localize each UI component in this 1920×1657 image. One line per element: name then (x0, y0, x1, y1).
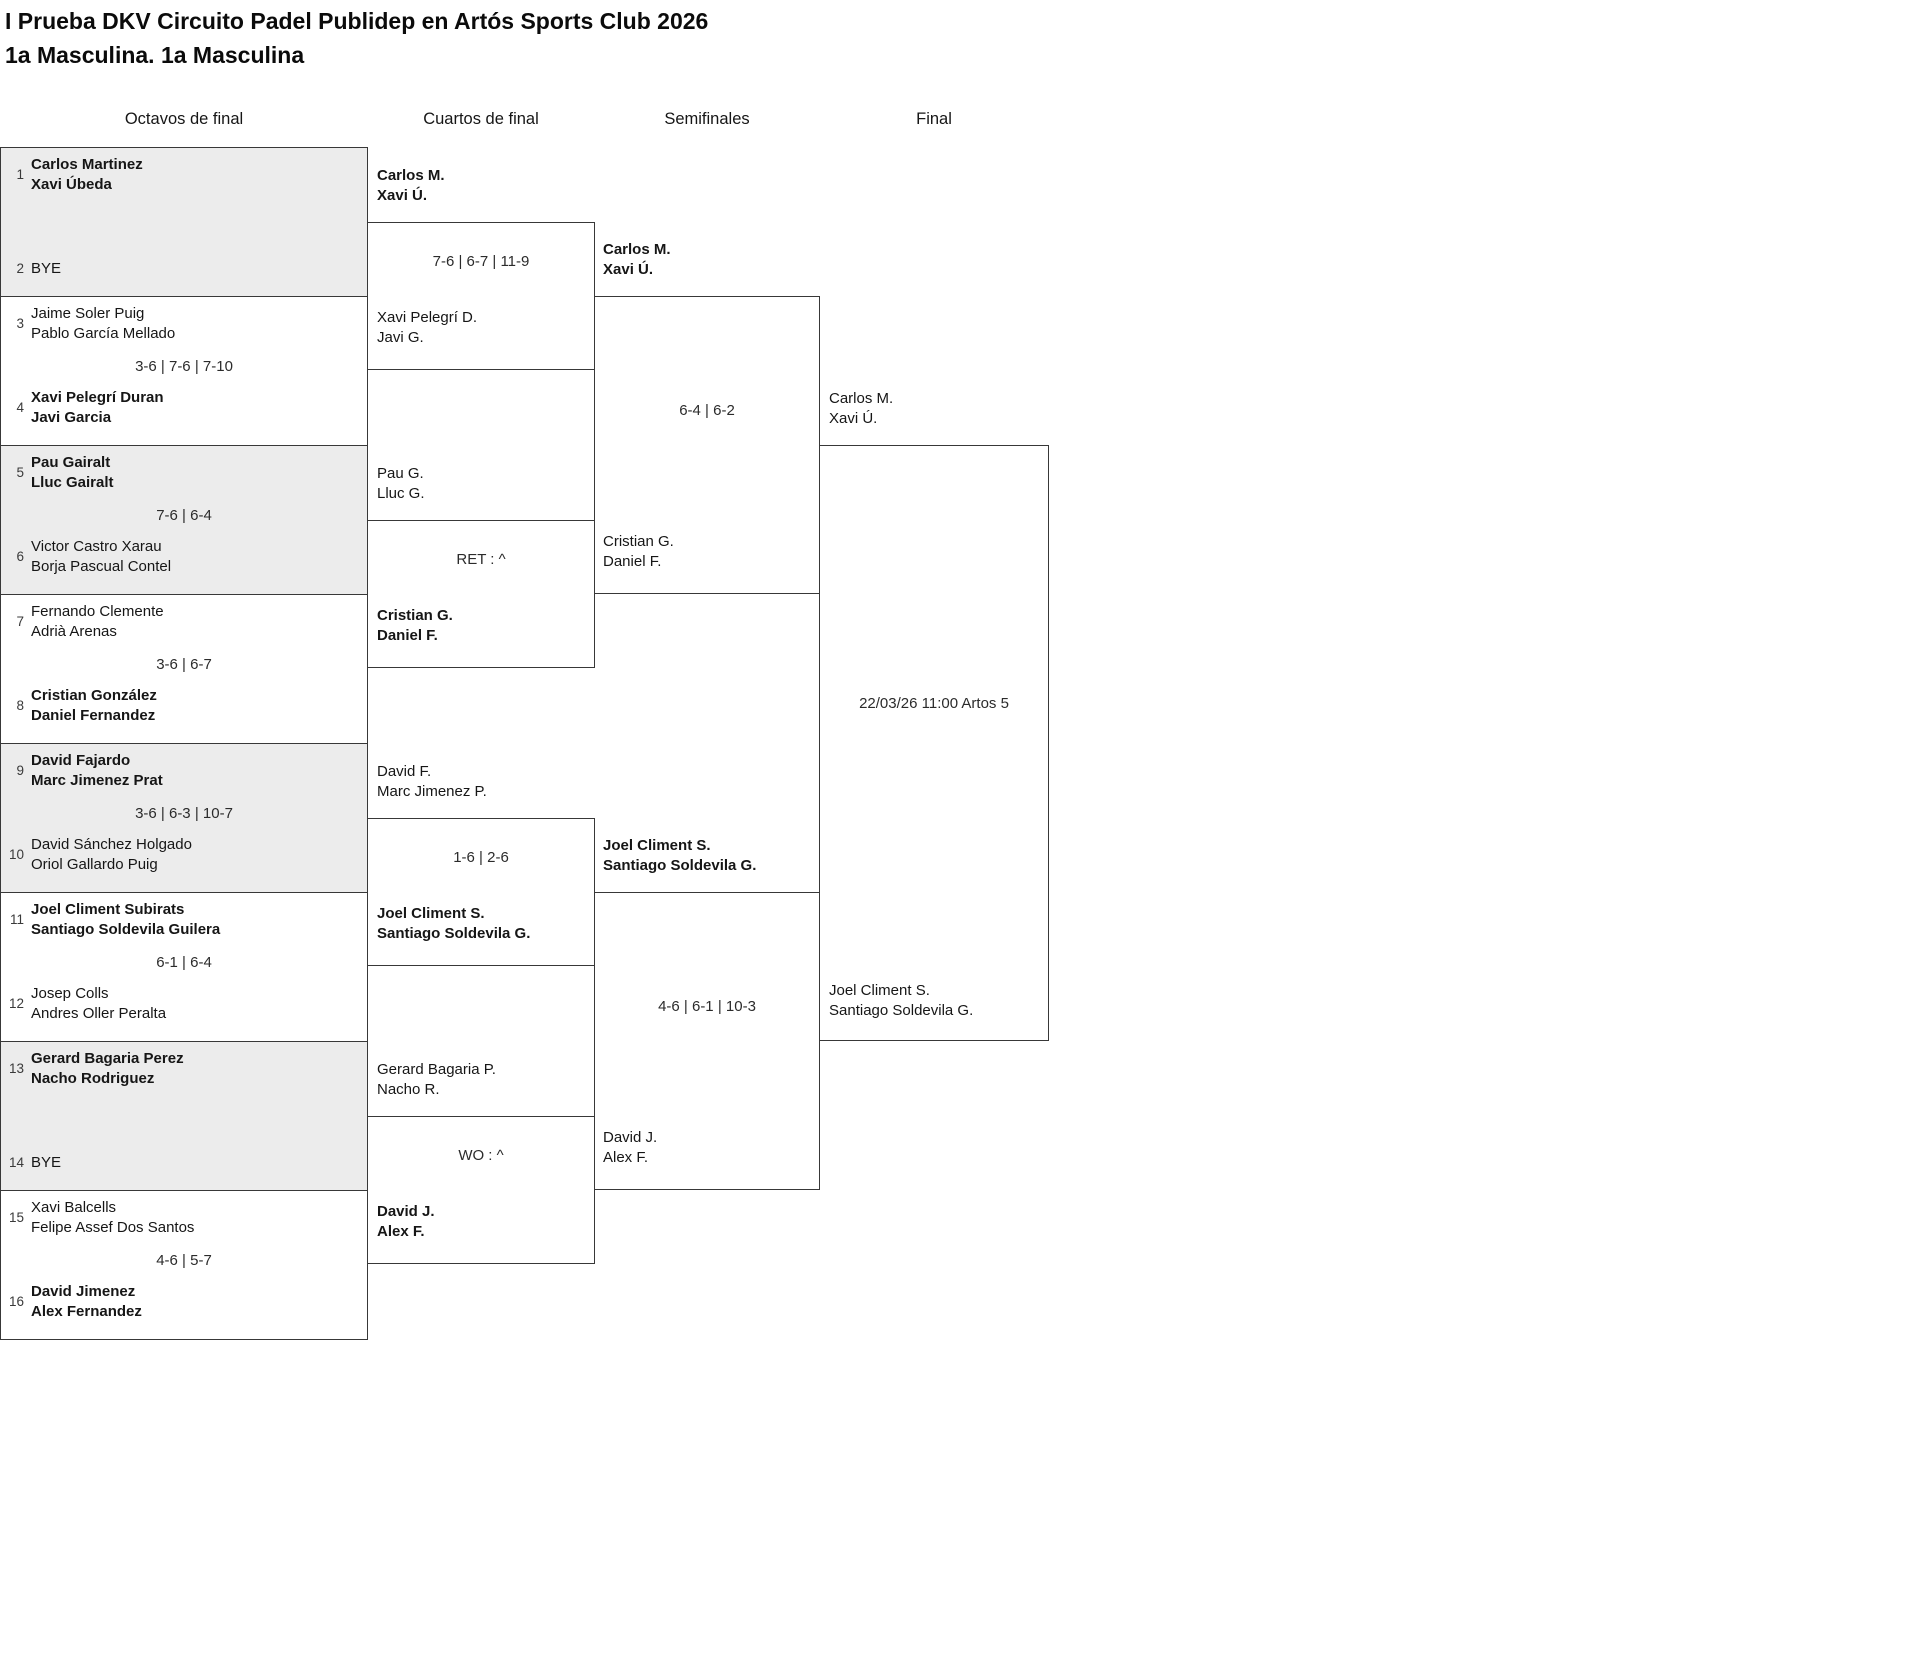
qf1-match-box (367, 222, 595, 370)
qf3-team1-label: David F.Marc Jimenez P. (377, 763, 487, 800)
seed-number: 6 (16, 549, 24, 564)
seed-number: 15 (8, 1210, 24, 1225)
match-score: 7-6 | 6-4 (156, 507, 212, 524)
qf2-score: RET : ^ (456, 551, 506, 568)
qf4-match-box (367, 1116, 595, 1264)
seed-number: 7 (16, 614, 24, 629)
round-header-octavos: Octavos de final (124, 110, 244, 128)
seed-number: 16 (8, 1294, 24, 1309)
sf2-match-box (594, 892, 820, 1190)
round-header-final: Final (916, 110, 952, 128)
match-score: 3-6 | 6-3 | 10-7 (135, 805, 233, 822)
page-title-block: I Prueba DKV Circuito Padel Publidep en … (5, 4, 708, 72)
qf1-team2-label: Xavi Pelegrí D.Javi G. (377, 309, 478, 346)
qf4-team2-label: David J.Alex F. (377, 1203, 435, 1240)
seed-number: 4 (16, 400, 24, 415)
final-schedule: 22/03/26 11:00 Artos 5 (859, 695, 1009, 712)
seed-number: 2 (16, 260, 24, 276)
category-subtitle: 1a Masculina. 1a Masculina (5, 42, 305, 68)
qf2-match-box (367, 520, 595, 668)
qf4-team1-label: Gerard Bagaria P.Nacho R. (377, 1061, 496, 1098)
seed-number: 8 (16, 698, 24, 713)
seed-number: 13 (8, 1061, 24, 1076)
match-score: 3-6 | 6-7 (156, 656, 212, 673)
seed-number: 3 (16, 316, 24, 331)
team-row: 2 BYE (7, 259, 61, 279)
qf2-team1-label: Pau G.Lluc G. (377, 465, 425, 502)
match-score: 3-6 | 7-6 | 7-10 (135, 358, 233, 375)
match-score: 6-1 | 6-4 (156, 954, 212, 971)
seed-number: 9 (16, 763, 24, 778)
round-header-semifinales: Semifinales (664, 110, 750, 128)
qf1-team1-label: Carlos M.Xavi Ú. (377, 167, 445, 204)
final-match-box (819, 445, 1049, 1041)
team-names: BYE (31, 1153, 62, 1171)
final-team2-label: Joel Climent S.Santiago Soldevila G. (829, 982, 974, 1019)
team-row: 14 BYE (7, 1153, 61, 1173)
team-names: BYE (31, 259, 62, 277)
sf1-team1-label: Carlos M.Xavi Ú. (603, 241, 671, 278)
qf3-score: 1-6 | 2-6 (453, 849, 509, 866)
seed-number: 10 (8, 847, 24, 862)
sf1-score: 6-4 | 6-2 (679, 402, 735, 419)
qf3-team2-label: Joel Climent S.Santiago Soldevila G. (377, 905, 531, 942)
sf1-team2-label: Cristian G.Daniel F. (603, 533, 674, 570)
seed-number: 5 (16, 465, 24, 480)
seed-number: 12 (8, 996, 24, 1011)
tournament-title: I Prueba DKV Circuito Padel Publidep en … (5, 8, 709, 34)
final-team1-label: Carlos M.Xavi Ú. (829, 390, 894, 427)
qf1-score: 7-6 | 6-7 | 11-9 (432, 253, 530, 270)
qf4-score: WO : ^ (458, 1147, 504, 1164)
sf2-team1-label: Joel Climent S.Santiago Soldevila G. (603, 837, 757, 874)
round-header-cuartos: Cuartos de final (423, 110, 539, 128)
qf3-match-box (367, 818, 595, 966)
seed-number: 11 (9, 912, 24, 927)
sf2-score: 4-6 | 6-1 | 10-3 (658, 998, 756, 1015)
match-score: 4-6 | 5-7 (156, 1252, 212, 1269)
qf2-team2-label: Cristian G.Daniel F. (377, 607, 453, 644)
sf2-team2-label: David J.Alex F. (603, 1129, 658, 1166)
seed-number: 1 (16, 167, 24, 182)
seed-number: 14 (8, 1154, 24, 1170)
